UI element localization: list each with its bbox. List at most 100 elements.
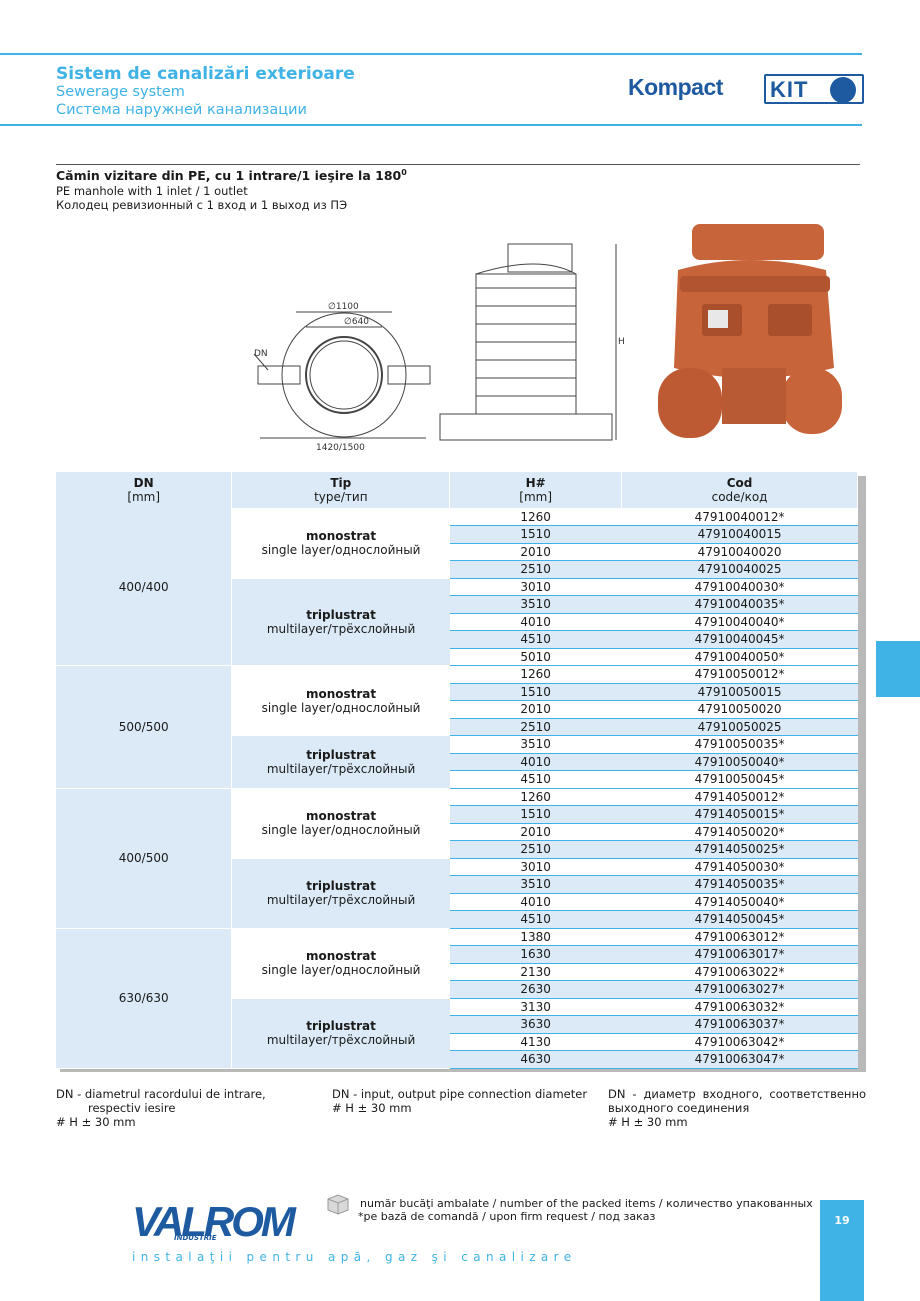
- tip-main: monostrat: [305, 949, 377, 963]
- header-title-en: Sewerage system: [56, 84, 185, 100]
- tip-sub: multilayer/трёхслойный: [266, 893, 416, 907]
- h-cell: 4010: [449, 753, 622, 771]
- h-cell: 4510: [449, 630, 622, 649]
- title-rule: [56, 164, 860, 165]
- footer-request-note: *pe bază de comandă / upon firm request …: [358, 1210, 656, 1223]
- dn-cell: 400/400: [56, 508, 233, 666]
- package-icon: [327, 1194, 349, 1215]
- page-number-bar: 19: [820, 1200, 864, 1301]
- cod-cell: 47910050040*: [621, 753, 858, 771]
- h-cell: 1260: [449, 508, 622, 526]
- cod-cell: 47910063022*: [621, 963, 858, 981]
- h-cell: 3130: [449, 998, 622, 1016]
- h-cell: 1380: [449, 928, 622, 946]
- cod-cell: 47910050035*: [621, 735, 858, 754]
- tip-main: monostrat: [305, 528, 377, 543]
- h-cell: 3630: [449, 1015, 622, 1034]
- tip-main: monostrat: [305, 809, 377, 823]
- h-cell: 4630: [449, 1050, 622, 1069]
- cod-cell: 47910063012*: [621, 928, 858, 946]
- cod-cell: 47910040025: [621, 560, 858, 579]
- logo-k-icon: [830, 77, 856, 103]
- plan-dn: DN: [254, 349, 268, 359]
- h-cell: 2510: [449, 718, 622, 736]
- h-cell: 4130: [449, 1033, 622, 1051]
- cod-cell: 47914050030*: [621, 858, 858, 876]
- cod-cell: 47910050012*: [621, 665, 858, 684]
- product-title-ru: Колодец ревизионный с 1 вход и 1 выход и…: [56, 198, 348, 212]
- h-cell: 2510: [449, 560, 622, 579]
- header-h: H#[mm]: [449, 472, 623, 508]
- tip-sub: single layer/однослойный: [261, 963, 421, 977]
- cod-cell: 47910040045*: [621, 630, 858, 649]
- h-cell: 5010: [449, 648, 622, 666]
- valrom-brand: VALROM: [132, 1198, 296, 1245]
- cod-cell: 47910050025: [621, 718, 858, 736]
- tagline: instalaţii pentru apă, gaz şi canalizare: [132, 1250, 577, 1264]
- h-cell: 2010: [449, 543, 622, 561]
- cod-cell: 47910050015: [621, 683, 858, 701]
- cod-cell: 47910040030*: [621, 578, 858, 596]
- cod-cell: 47910040012*: [621, 508, 858, 526]
- note-ru: DN - диаметр входного, соответственно вы…: [608, 1087, 866, 1129]
- cod-cell: 47910040015: [621, 525, 858, 544]
- h-cell: 3010: [449, 858, 622, 876]
- h-cell: 3010: [449, 578, 622, 596]
- cod-cell: 47914050025*: [621, 840, 858, 859]
- elevation-view: [439, 243, 617, 441]
- valrom-sub: INDUSTRIE: [174, 1234, 217, 1242]
- header-top-rule: [0, 53, 862, 55]
- cod-cell: 47914050012*: [621, 788, 858, 806]
- cod-cell: 47910050020: [621, 700, 858, 719]
- product-title-ro: Cămin vizitare din PE, cu 1 intrare/1 ie…: [56, 168, 407, 184]
- cod-cell: 47910050045*: [621, 770, 858, 789]
- h-cell: 2510: [449, 840, 622, 859]
- tip-sub: single layer/однослойный: [261, 700, 421, 715]
- tip-sub: multilayer/трёхслойный: [266, 761, 416, 776]
- cod-cell: 47910063037*: [621, 1015, 858, 1034]
- technical-drawing: ∅1100 ∅640 DN 1420/1500 H: [253, 243, 625, 453]
- h-cell: 1260: [449, 665, 622, 684]
- tip-sub: single layer/однослойный: [261, 542, 421, 557]
- header-bottom-rule: [0, 124, 862, 126]
- manhole-photo: [658, 224, 842, 438]
- h-cell: 4510: [449, 910, 622, 929]
- h-cell: 2130: [449, 963, 622, 981]
- h-cell: 1510: [449, 683, 622, 701]
- h-cell: 1630: [449, 945, 622, 964]
- h-cell: 2630: [449, 980, 622, 999]
- plan-d-outer: ∅1100: [328, 302, 359, 312]
- cod-cell: 47910040040*: [621, 613, 858, 631]
- header-dn: DN[mm]: [56, 472, 233, 508]
- tip-sub: multilayer/трёхслойный: [266, 1033, 416, 1047]
- tip-main: triplustrat: [306, 879, 376, 893]
